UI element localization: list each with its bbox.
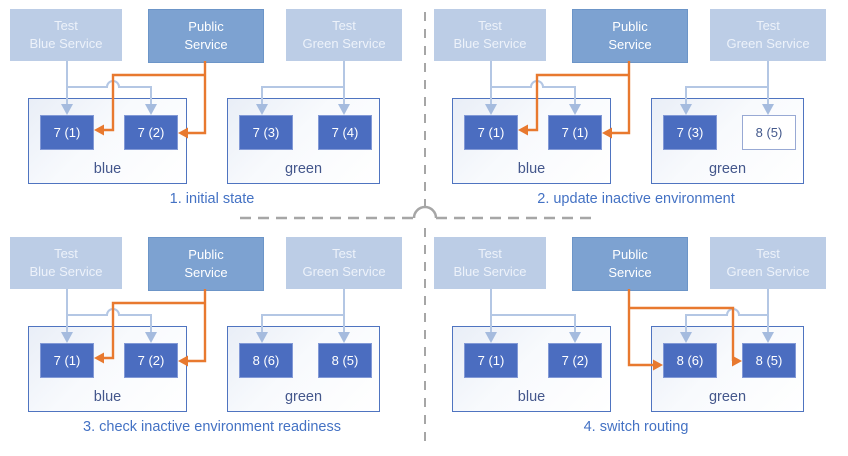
green-environment-label: green — [708, 389, 747, 405]
blue-environment-label: blue — [93, 161, 122, 177]
service-label-line: Green Service — [726, 36, 810, 51]
pod-box: 7 (2) — [124, 343, 178, 378]
step-caption: 4. switch routing — [583, 419, 689, 435]
service-label-line: Test — [756, 17, 780, 33]
test-blue-service-box: Test Blue Service — [10, 237, 122, 289]
public-service-box: Public Service — [148, 237, 264, 291]
test-green-service-box: Test Green Service — [710, 9, 826, 61]
pod-box: 7 (3) — [663, 115, 717, 150]
service-label-line: Green Service — [302, 36, 386, 51]
pod-box: 7 (2) — [548, 343, 602, 378]
service-label-line: Service — [184, 37, 228, 52]
test-green-service-box: Test Green Service — [710, 237, 826, 289]
service-label-line: Public — [188, 18, 224, 34]
panel-update-inactive: Test Blue Service Public Service Test Gr… — [424, 0, 848, 228]
service-label-line: Test — [756, 245, 780, 261]
pod-box: 7 (4) — [318, 115, 372, 150]
service-label-line: Public — [612, 18, 648, 34]
test-blue-service-box: Test Blue Service — [10, 9, 122, 61]
test-green-service-box: Test Green Service — [286, 237, 402, 289]
pod-box: 8 (5) — [742, 343, 796, 378]
pod-box: 8 (5) — [318, 343, 372, 378]
pod-box: 7 (2) — [124, 115, 178, 150]
panel-initial-state: Test Blue Service Public Service Test Gr… — [0, 0, 424, 228]
blue-environment-label: blue — [517, 389, 546, 405]
public-to-pod2-line — [188, 61, 207, 135]
public-to-pod2-line — [188, 289, 207, 363]
public-service-box: Public Service — [572, 237, 688, 291]
test-blue-service-box: Test Blue Service — [434, 9, 546, 61]
public-service-box: Public Service — [148, 9, 264, 63]
green-environment-label: green — [284, 161, 323, 177]
green-environment-label: green — [284, 389, 323, 405]
pod-box: 7 (1) — [548, 115, 602, 150]
service-label-line: Public — [188, 246, 224, 262]
service-label-line: Test — [332, 245, 356, 261]
service-label-line: Blue Service — [453, 264, 527, 279]
pod-box: 7 (1) — [464, 115, 518, 150]
step-caption: 2. update inactive environment — [537, 191, 735, 207]
public-to-pod2-line — [612, 61, 631, 135]
service-label-line: Public — [612, 246, 648, 262]
panel-check-readiness: Test Blue Service Public Service Test Gr… — [0, 228, 424, 456]
service-label-line: Blue Service — [453, 36, 527, 51]
service-label-line: Test — [478, 17, 502, 33]
service-label-line: Test — [332, 17, 356, 33]
pod-box: 8 (6) — [239, 343, 293, 378]
panel-switch-routing: Test Blue Service Public Service Test Gr… — [424, 228, 848, 456]
public-service-box: Public Service — [572, 9, 688, 63]
service-label-line: Service — [608, 265, 652, 280]
public-to-pod3-line — [627, 289, 653, 367]
service-label-line: Service — [608, 37, 652, 52]
service-label-line: Test — [54, 17, 78, 33]
pod-box: 8 (6) — [663, 343, 717, 378]
pod-box: 7 (1) — [464, 343, 518, 378]
service-label-line: Blue Service — [29, 36, 103, 51]
green-environment-label: green — [708, 161, 747, 177]
service-label-line: Test — [54, 245, 78, 261]
blue-environment-label: blue — [93, 389, 122, 405]
pod-box: 7 (3) — [239, 115, 293, 150]
service-label-line: Test — [478, 245, 502, 261]
pod-box-new-version: 8 (5) — [742, 115, 796, 150]
pod-box: 7 (1) — [40, 115, 94, 150]
pod-box: 7 (1) — [40, 343, 94, 378]
step-caption: 3. check inactive environment readiness — [83, 419, 341, 435]
service-label-line: Green Service — [726, 264, 810, 279]
blue-environment-label: blue — [517, 161, 546, 177]
test-green-service-box: Test Green Service — [286, 9, 402, 61]
service-label-line: Blue Service — [29, 264, 103, 279]
service-label-line: Green Service — [302, 264, 386, 279]
step-caption: 1. initial state — [169, 191, 255, 207]
test-blue-service-box: Test Blue Service — [434, 237, 546, 289]
service-label-line: Service — [184, 265, 228, 280]
